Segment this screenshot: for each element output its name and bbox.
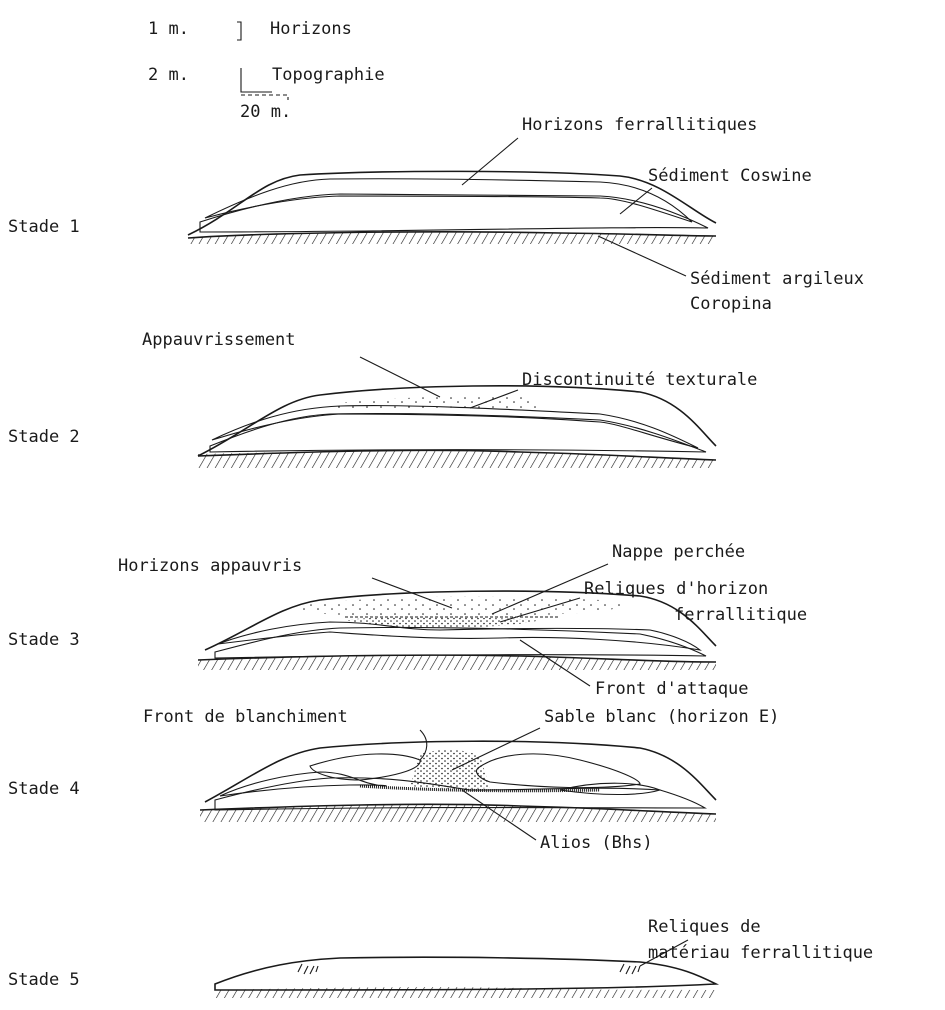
stage-4-leader-sable — [452, 728, 540, 770]
stage-5-white-sand — [215, 957, 716, 990]
stage-4-left-ferrallitic-relic — [220, 772, 386, 796]
stage-2-label: Stade 2 — [8, 427, 80, 447]
stage-1-label: Stade 1 — [8, 217, 80, 237]
stage-5-label: Stade 5 — [8, 970, 80, 990]
stage-3: Stade 3 Horizons appauvris Nappe perchée… — [8, 542, 807, 699]
scale-legend: 1 m. Horizons 2 m. Topographie 20 m. — [148, 19, 385, 122]
stage-4-right-bleaching-lens — [477, 754, 641, 788]
stage-3-annotation-front-attaque: Front d'attaque — [595, 679, 749, 699]
stage-4: Stade 4 Front de blanchiment Sable blanc… — [8, 707, 779, 853]
stage-2-coswine-sediment — [210, 413, 706, 452]
stage-4-annotation-sable: Sable blanc (horizon E) — [544, 707, 779, 727]
stage-5-right-relic — [620, 964, 640, 974]
stage-2: Stade 2 Appauvrissement Discontinuité te… — [8, 330, 757, 468]
stage-2-annotation-discontinuite: Discontinuité texturale — [522, 370, 757, 390]
topography-scale-bar — [241, 68, 272, 92]
stage-3-annotation-reliques: Reliques d'horizon — [584, 579, 768, 599]
horizons-scale-bracket — [237, 22, 241, 40]
stage-3-label: Stade 3 — [8, 630, 80, 650]
stage-2-annotation-appauvrissement: Appauvrissement — [142, 330, 296, 350]
stage-1-annotation-argileux: Sédiment argileux — [690, 269, 864, 289]
stage-4-annotation-blanchiment: Front de blanchiment — [143, 707, 348, 727]
stage-2-leader-appauvrissement — [360, 357, 440, 397]
stage-5: Stade 5 Reliques de matériau ferrallitiq… — [8, 917, 873, 998]
stage-1: Stade 1 Horizons ferrallitiques Sédiment… — [8, 115, 864, 314]
stage-3-annotation-ferrallitique: ferrallitique — [674, 605, 807, 625]
stage-3-coswine-sediment — [215, 627, 706, 658]
stage-5-annotation-materiau: matériau ferrallitique — [648, 943, 873, 963]
horizontal-scale-bar — [241, 95, 288, 100]
stage-1-annotation-coropina: Coropina — [690, 294, 772, 314]
stage-4-white-sand — [410, 750, 490, 789]
stage-3-annotation-nappe: Nappe perchée — [612, 542, 745, 562]
stage-1-annotation-coswine: Sédiment Coswine — [648, 166, 812, 186]
topography-scale-value: 2 m. — [148, 65, 189, 85]
stage-2-ferrallitic-horizons — [212, 406, 698, 448]
horizontal-scale-value: 20 m. — [240, 102, 291, 122]
stage-2-impoverishment-zone — [330, 396, 542, 410]
stage-4-label: Stade 4 — [8, 779, 80, 799]
stage-4-annotation-alios: Alios (Bhs) — [540, 833, 653, 853]
stage-5-annotation-reliques: Reliques de — [648, 917, 761, 937]
stage-1-ferrallitic-horizons — [205, 179, 692, 222]
topography-scale-label: Topographie — [272, 65, 385, 85]
horizons-scale-value: 1 m. — [148, 19, 189, 39]
horizons-scale-label: Horizons — [270, 19, 352, 39]
stage-1-leader-horizons — [462, 138, 518, 185]
stage-5-left-relic — [298, 964, 318, 974]
stage-1-coswine-sediment — [200, 194, 708, 232]
stage-1-annotation-horizons: Horizons ferrallitiques — [522, 115, 757, 135]
stage-4-left-bleaching-lens — [310, 754, 420, 780]
stage-3-annotation-appauvris: Horizons appauvris — [118, 556, 302, 576]
